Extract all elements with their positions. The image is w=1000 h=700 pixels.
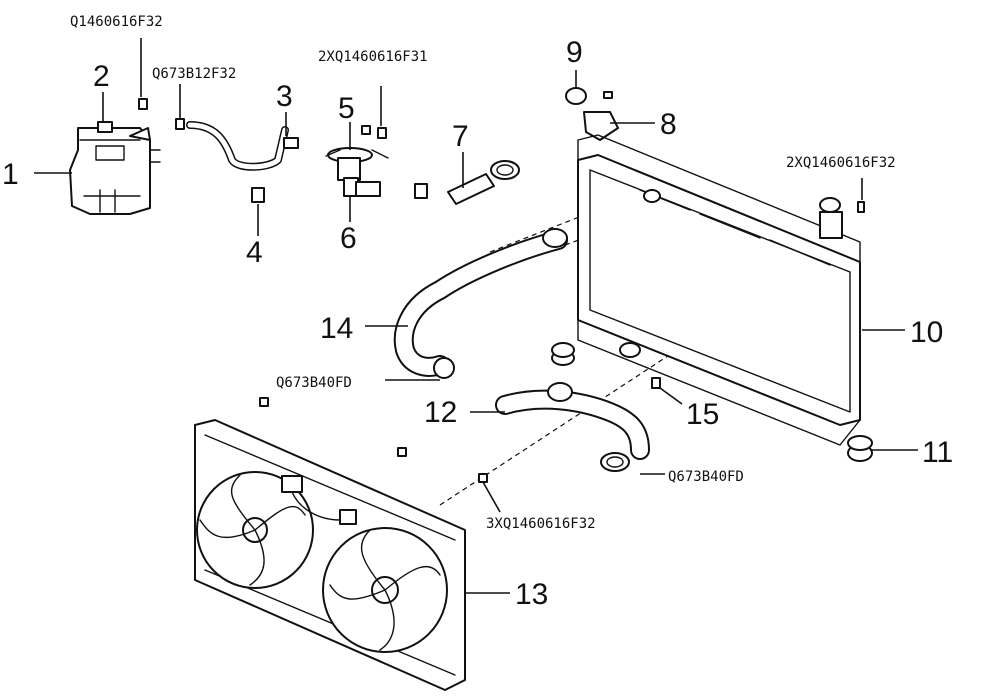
code-q673b40fd-lower: Q673B40FD <box>668 469 744 485</box>
part-code-labels: Q1460616F32 Q673B12F32 2XQ1460616F31 2XQ… <box>70 14 896 532</box>
code-q1460616f32: Q1460616F32 <box>70 14 163 30</box>
callout-6: 6 <box>340 222 357 255</box>
upper-short-hose <box>447 160 520 205</box>
callout-numbers: 1 2 3 4 5 6 7 8 9 10 11 12 13 14 15 <box>2 36 953 611</box>
thermostat-housing <box>325 125 389 197</box>
callout-3: 3 <box>276 80 293 113</box>
callout-8: 8 <box>660 108 677 141</box>
radiator <box>577 134 865 446</box>
callout-1: 1 <box>2 158 19 191</box>
code-2xq1460616f32: 2XQ1460616F32 <box>786 155 896 171</box>
callout-15: 15 <box>686 398 719 431</box>
code-3xq1460616f32: 3XQ1460616F32 <box>486 516 596 532</box>
overflow-hose <box>186 121 299 171</box>
lower-radiator-hose <box>495 382 650 472</box>
hose-clip <box>251 187 265 203</box>
fan-shroud-assembly <box>194 419 466 691</box>
callout-10: 10 <box>910 316 943 349</box>
radiator-bracket <box>565 87 619 141</box>
callout-14: 14 <box>320 312 353 345</box>
callout-11: 11 <box>922 436 953 469</box>
upper-radiator-hose <box>393 228 568 379</box>
callout-13: 13 <box>515 578 548 611</box>
callout-5: 5 <box>338 92 355 125</box>
radiator-lower-mount <box>551 342 575 366</box>
callout-9: 9 <box>566 36 583 69</box>
callout-4: 4 <box>246 236 263 269</box>
leader-lines <box>34 38 918 594</box>
code-q673b40fd-upper: Q673B40FD <box>276 375 352 391</box>
callout-12: 12 <box>424 396 457 429</box>
small-fasteners-top-left <box>138 98 185 130</box>
callout-2: 2 <box>93 60 110 93</box>
callout-7: 7 <box>452 120 469 153</box>
lower-cushion <box>847 435 873 462</box>
small-bolt-near-hose <box>414 183 428 199</box>
code-q673b12f32: Q673B12F32 <box>152 66 236 82</box>
drain-bolt <box>651 377 661 389</box>
expansion-tank <box>69 121 161 215</box>
code-2xq1460616f31: 2XQ1460616F31 <box>318 49 428 65</box>
